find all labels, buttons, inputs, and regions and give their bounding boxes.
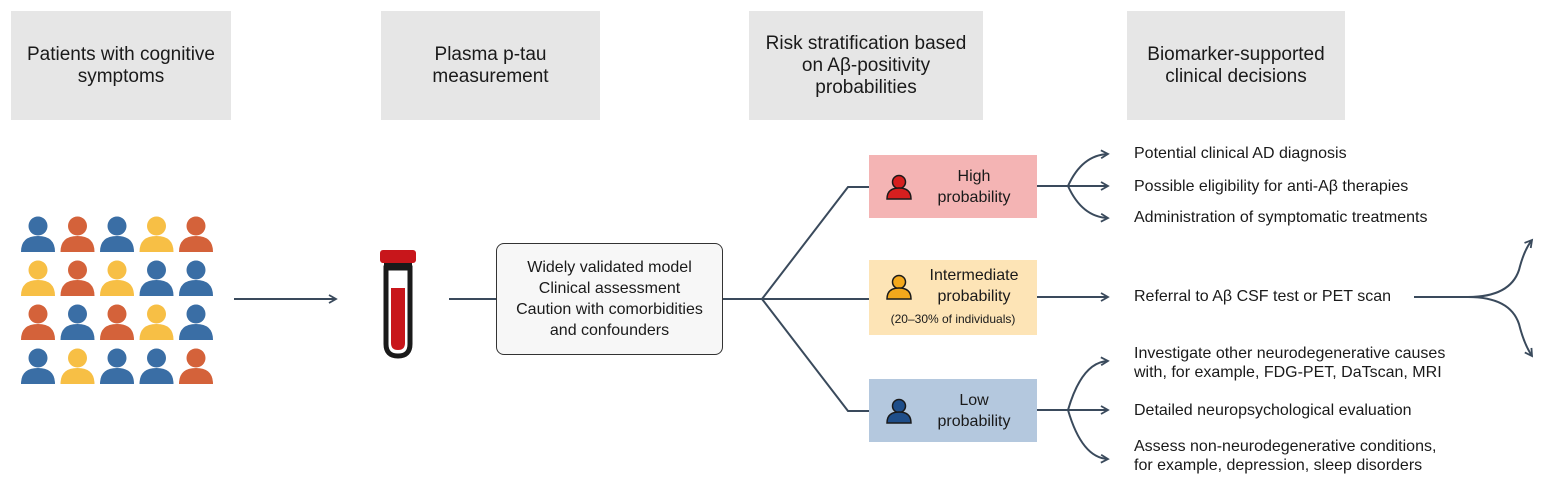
patient-icons: [21, 216, 213, 384]
header-patients: Patients with cognitive symptoms: [11, 11, 231, 120]
intermediate-probability-label: Intermediate probability: [929, 267, 1019, 305]
patient-icon: [139, 216, 174, 252]
header-plasma-ptau: Plasma p-tau measurement: [381, 11, 600, 120]
arrow-referral-down: [1467, 296, 1534, 358]
patient-icon: [179, 216, 213, 252]
outcome-high-3: Administration of symptomatic treatments: [1134, 209, 1428, 226]
patient-icon: [100, 260, 134, 296]
intermediate-probability-box: Intermediate probability (20–30% of indi…: [869, 260, 1037, 335]
outcome-low-1: Investigate other neurodegenerative caus…: [1134, 345, 1446, 381]
patient-icon: [139, 348, 174, 384]
person-icon-intermediate: [886, 274, 912, 300]
patient-icon: [60, 260, 95, 296]
low-probability-label: Low probability: [937, 392, 1011, 430]
arrow-high-1: [1067, 149, 1110, 187]
patient-icon: [100, 216, 134, 252]
person-icon-high: [886, 174, 912, 200]
header-clinical-decisions: Biomarker-supported clinical decisions: [1127, 11, 1345, 120]
patient-icon: [60, 348, 95, 384]
patient-icon: [60, 216, 95, 252]
patient-icon: [179, 348, 213, 384]
high-probability-label: High probability: [937, 168, 1011, 206]
patient-icon: [21, 260, 55, 296]
arrow-high-3: [1067, 185, 1110, 223]
arrow-referral-up: [1467, 238, 1534, 298]
outcome-intermediate-1: Referral to Aβ CSF test or PET scan: [1134, 288, 1391, 305]
outcome-low-3: Assess non-neurodegenerative conditions,…: [1134, 438, 1437, 474]
blood-tube-icon: [378, 248, 418, 360]
patient-icon: [100, 348, 134, 384]
patient-icon: [100, 304, 134, 340]
patient-icon: [21, 304, 55, 340]
patient-icon: [21, 216, 55, 252]
patient-icon: [139, 304, 174, 340]
model-box: Widely validated model Clinical assessme…: [496, 243, 723, 355]
arrow-low-3: [1067, 409, 1110, 464]
outcome-high-2: Possible eligibility for anti-Aβ therapi…: [1134, 178, 1409, 195]
branch-low: [761, 298, 869, 412]
patient-grid: [18, 212, 218, 388]
intermediate-probability-note: (20–30% of individuals): [890, 312, 1016, 326]
low-probability-box: Low probability: [869, 379, 1037, 442]
outcome-low-2: Detailed neuropsychological evaluation: [1134, 402, 1412, 419]
person-icon-low: [886, 398, 912, 424]
branch-high: [761, 186, 869, 300]
patient-icon: [139, 260, 174, 296]
high-probability-box: High probability: [869, 155, 1037, 218]
outcome-high-1: Potential clinical AD diagnosis: [1134, 145, 1347, 162]
patient-icon: [21, 348, 55, 384]
patient-icon: [60, 304, 95, 340]
header-risk-stratification: Risk stratification based on Aβ-positivi…: [749, 11, 983, 120]
patient-icon: [179, 260, 213, 296]
arrow-low-1: [1067, 356, 1110, 411]
patient-icon: [179, 304, 213, 340]
